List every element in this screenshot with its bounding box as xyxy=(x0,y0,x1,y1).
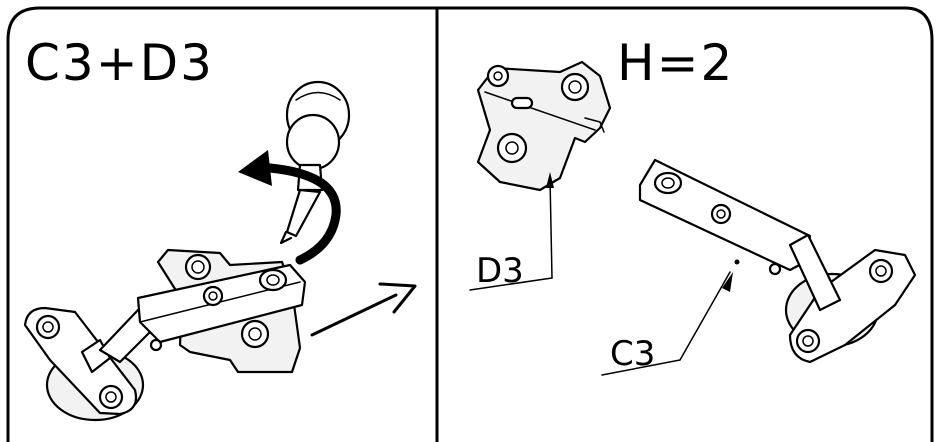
direction-arrow-icon xyxy=(310,282,417,337)
left-panel: C3+D3 xyxy=(23,34,417,422)
outer-frame xyxy=(6,6,934,442)
hinge-cup-left xyxy=(23,306,145,422)
hinge-arm-right xyxy=(638,158,842,312)
rotate-arrow-icon xyxy=(238,150,341,265)
callout-c3: C3 xyxy=(601,271,733,376)
callout-d3-label: D3 xyxy=(476,251,524,291)
right-panel: H=2 xyxy=(469,34,917,376)
mounting-plate-right xyxy=(476,60,612,192)
callout-c3-label: C3 xyxy=(610,334,655,374)
hinge-cup-right xyxy=(784,248,917,364)
right-panel-title: H=2 xyxy=(617,34,734,92)
hinge-arm-left xyxy=(98,263,307,364)
left-panel-title: C3+D3 xyxy=(25,34,214,92)
callout-d3: D3 xyxy=(469,172,554,291)
